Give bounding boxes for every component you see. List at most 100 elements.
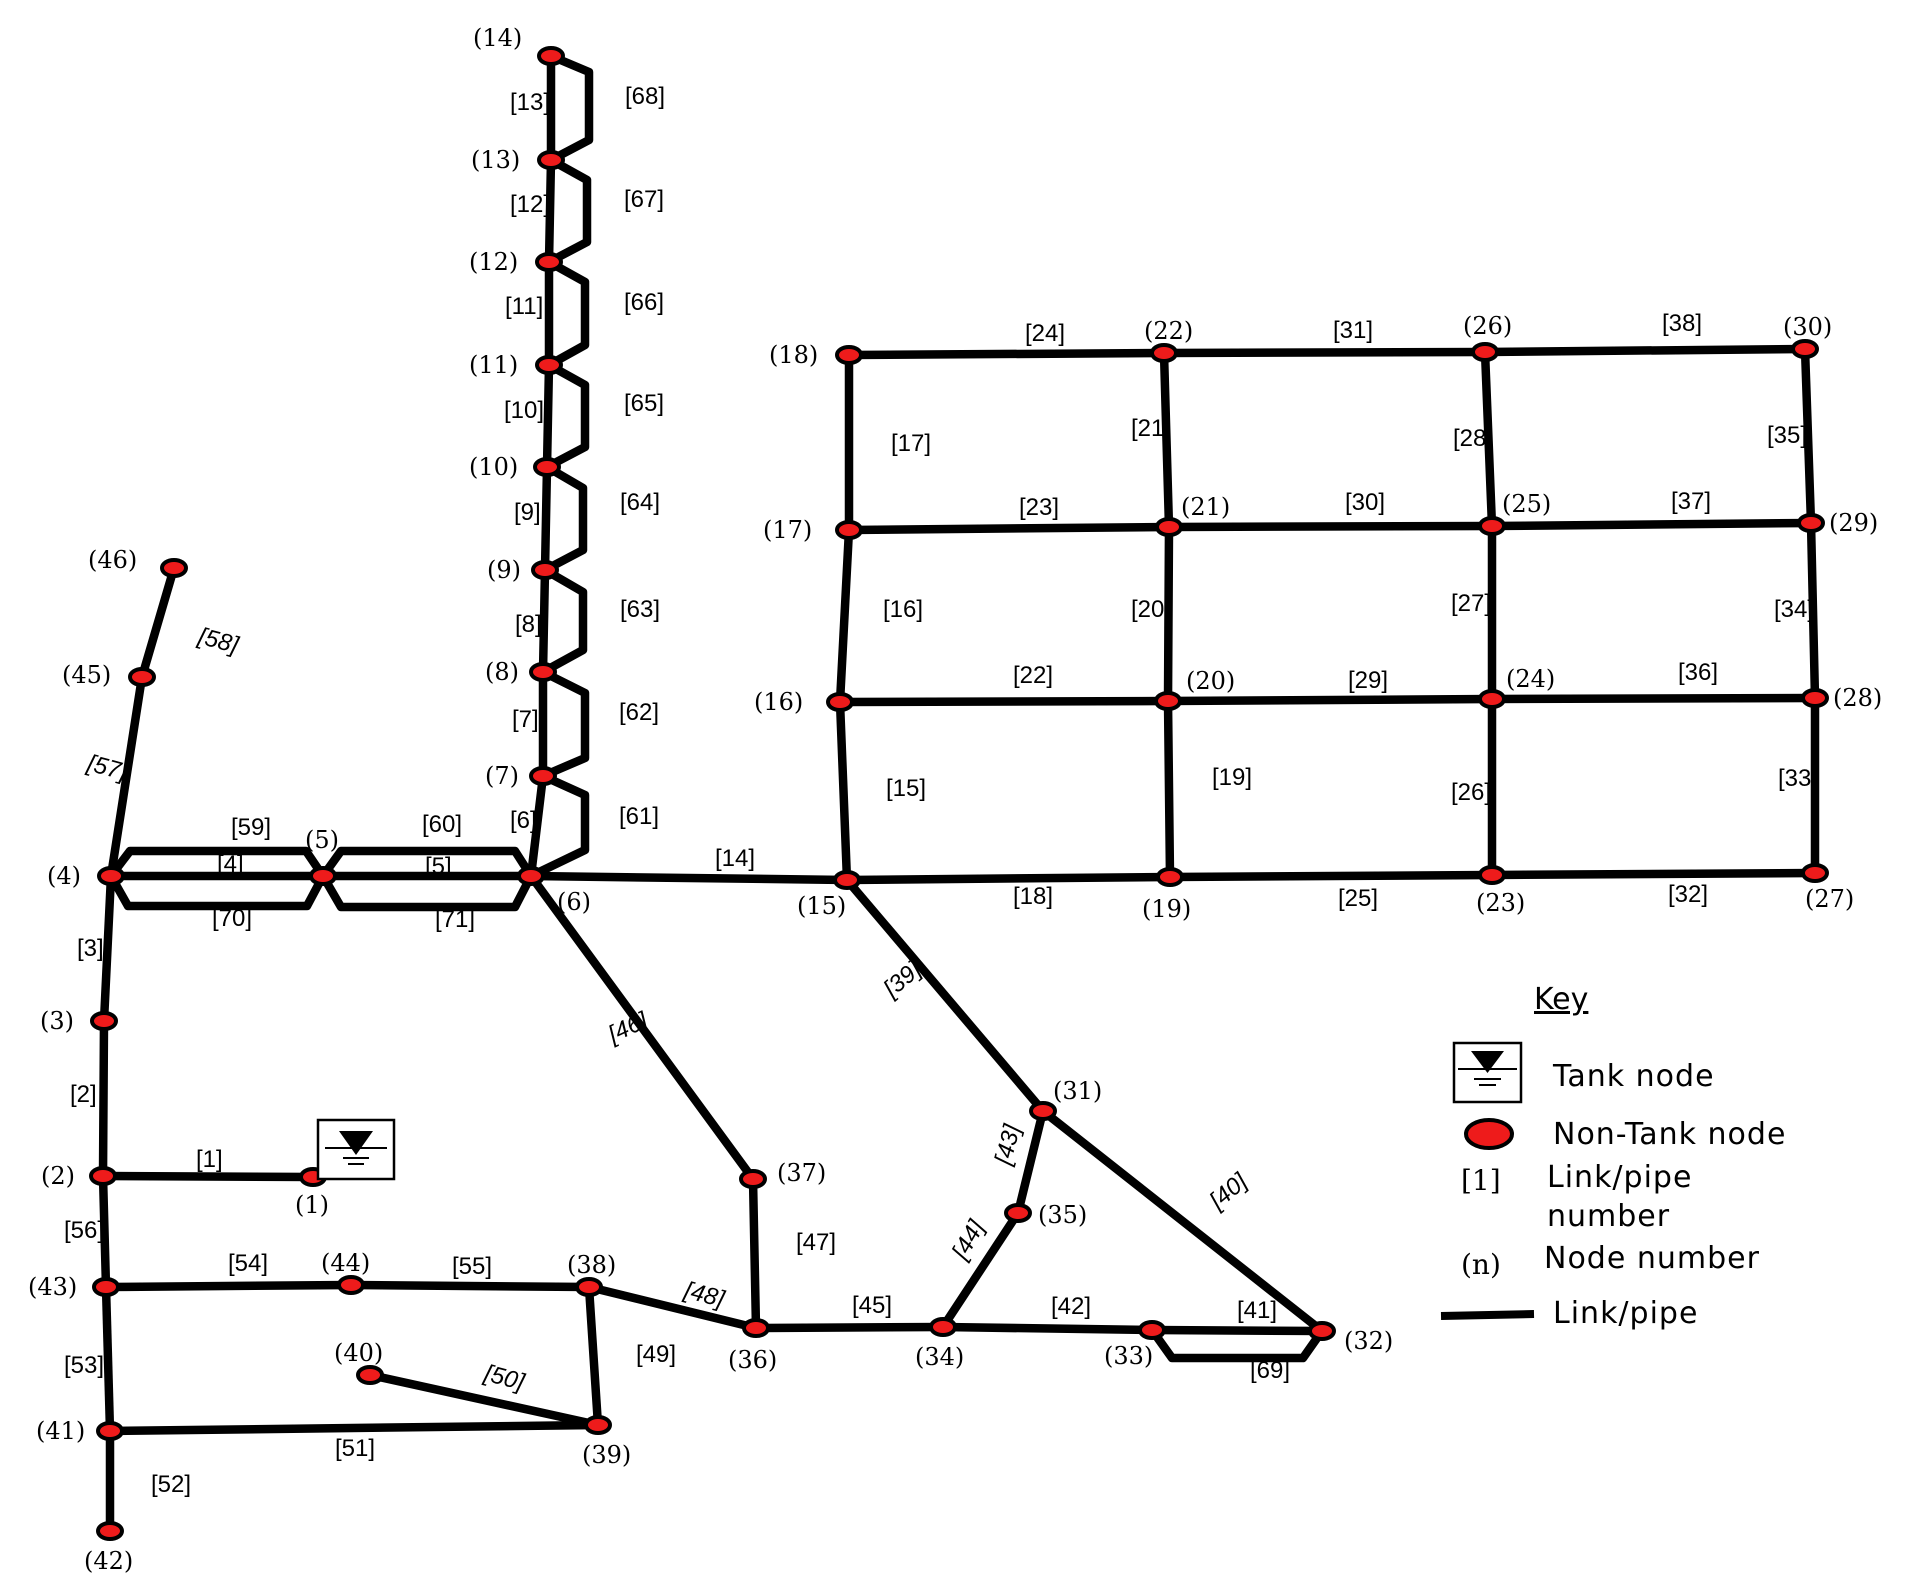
pipe-6-7: [526, 771, 548, 881]
node-42[interactable]: [96, 1521, 124, 1541]
node-24[interactable]: [1478, 689, 1506, 709]
link-label-17: [17]: [891, 430, 931, 457]
pipe-44-38: [346, 1280, 594, 1292]
node-label-46: (46): [88, 546, 137, 574]
pipe-15-16: [835, 697, 852, 885]
node-28[interactable]: [1801, 688, 1829, 708]
node-label-9: (9): [487, 556, 521, 584]
legend-non-tank-label: Non-Tank node: [1553, 1117, 1786, 1152]
node-label-27: (27): [1805, 885, 1854, 913]
legend-node-symbol: (n): [1461, 1248, 1501, 1281]
node-11[interactable]: [535, 355, 563, 375]
node-7[interactable]: [529, 766, 557, 786]
link-label-30: [30]: [1345, 489, 1385, 516]
pipe-31-35: [1013, 1106, 1048, 1218]
node-19[interactable]: [1156, 867, 1184, 887]
pipe-36-34: [751, 1322, 948, 1333]
link-label-31: [31]: [1333, 317, 1373, 344]
legend-link-pipe-label: Link/pipe: [1553, 1296, 1698, 1331]
node-34[interactable]: [929, 1317, 957, 1337]
node-46[interactable]: [160, 558, 188, 578]
node-12[interactable]: [535, 252, 563, 272]
link-label-38: [38]: [1662, 310, 1702, 337]
node-41[interactable]: [96, 1421, 124, 1441]
node-16[interactable]: [826, 692, 854, 712]
node-44[interactable]: [337, 1275, 365, 1295]
link-label-21: [21]: [1131, 415, 1171, 442]
node-43[interactable]: [92, 1277, 120, 1297]
link-label-49: [49]: [636, 1341, 676, 1368]
pipe-10-11: [542, 360, 554, 472]
node-38[interactable]: [575, 1277, 603, 1297]
node-18[interactable]: [835, 345, 863, 365]
link-label-57: [57]: [83, 749, 131, 786]
node-40[interactable]: [356, 1365, 384, 1385]
node-15[interactable]: [833, 870, 861, 890]
node-2[interactable]: [89, 1166, 117, 1186]
node-label-19: (19): [1142, 895, 1191, 923]
node-31[interactable]: [1029, 1101, 1057, 1121]
node-45[interactable]: [128, 667, 156, 687]
link-label-18: [18]: [1013, 883, 1053, 910]
node-39[interactable]: [584, 1415, 612, 1435]
node-10[interactable]: [533, 457, 561, 477]
node-label-26: (26): [1463, 312, 1512, 340]
link-label-29: [29]: [1348, 667, 1388, 694]
node-26[interactable]: [1471, 342, 1499, 362]
node-label-30: (30): [1783, 313, 1832, 341]
node-37[interactable]: [739, 1169, 767, 1189]
link-label-8: [8]: [515, 611, 542, 638]
pipe-4-3: [99, 871, 116, 1026]
pipe-43-44: [101, 1280, 356, 1292]
link-label-70: [70]: [212, 905, 252, 932]
link-label-2: [2]: [70, 1081, 97, 1108]
node-13[interactable]: [537, 150, 565, 170]
node-label-33: (33): [1104, 1342, 1153, 1370]
legend-tank-icon: [1452, 1041, 1523, 1104]
node-label-17: (17): [763, 516, 812, 544]
node-32[interactable]: [1308, 1321, 1336, 1341]
node-label-35: (35): [1038, 1201, 1087, 1229]
node-29[interactable]: [1797, 513, 1825, 533]
node-23[interactable]: [1478, 865, 1506, 885]
node-9[interactable]: [531, 560, 559, 580]
node-3[interactable]: [90, 1011, 118, 1031]
pipe-15-31: [842, 875, 1048, 1116]
pipe-17-21: [844, 522, 1174, 535]
node-35[interactable]: [1004, 1203, 1032, 1223]
node-label-25: (25): [1502, 490, 1551, 518]
node-label-42: (42): [84, 1547, 133, 1575]
node-8[interactable]: [529, 662, 557, 682]
link-label-35: [35]: [1767, 422, 1807, 449]
pipe-35-34: [938, 1208, 1023, 1332]
pipe-21-25: [1164, 521, 1497, 532]
node-21[interactable]: [1155, 517, 1183, 537]
node-14[interactable]: [537, 46, 565, 66]
link-label-46: [46]: [603, 1006, 653, 1048]
node-label-31: (31): [1053, 1077, 1102, 1105]
node-label-40: (40): [334, 1339, 383, 1367]
node-36[interactable]: [742, 1318, 770, 1338]
node-4[interactable]: [97, 866, 125, 886]
node-25[interactable]: [1478, 516, 1506, 536]
link-label-10: [10]: [504, 397, 544, 424]
node-5[interactable]: [309, 866, 337, 886]
pipe-loop-1: [526, 771, 590, 881]
node-33[interactable]: [1138, 1320, 1166, 1340]
link-label-61: [61]: [619, 803, 659, 830]
node-22[interactable]: [1150, 343, 1178, 363]
legend-link-number-line1: Link/pipe: [1547, 1160, 1692, 1195]
node-6[interactable]: [517, 866, 545, 886]
pipe-loop-10: [106, 871, 328, 911]
node-label-41: (41): [36, 1417, 85, 1445]
node-label-3: (3): [40, 1007, 74, 1035]
node-27[interactable]: [1801, 863, 1829, 883]
legend-node-dot-icon: [1464, 1118, 1514, 1150]
node-30[interactable]: [1791, 339, 1819, 359]
node-label-4: (4): [47, 862, 81, 890]
link-label-16: [16]: [883, 596, 923, 623]
pipe-19-23: [1165, 870, 1497, 882]
pipe-loop-11: [318, 871, 536, 912]
node-17[interactable]: [835, 520, 863, 540]
node-20[interactable]: [1154, 691, 1182, 711]
